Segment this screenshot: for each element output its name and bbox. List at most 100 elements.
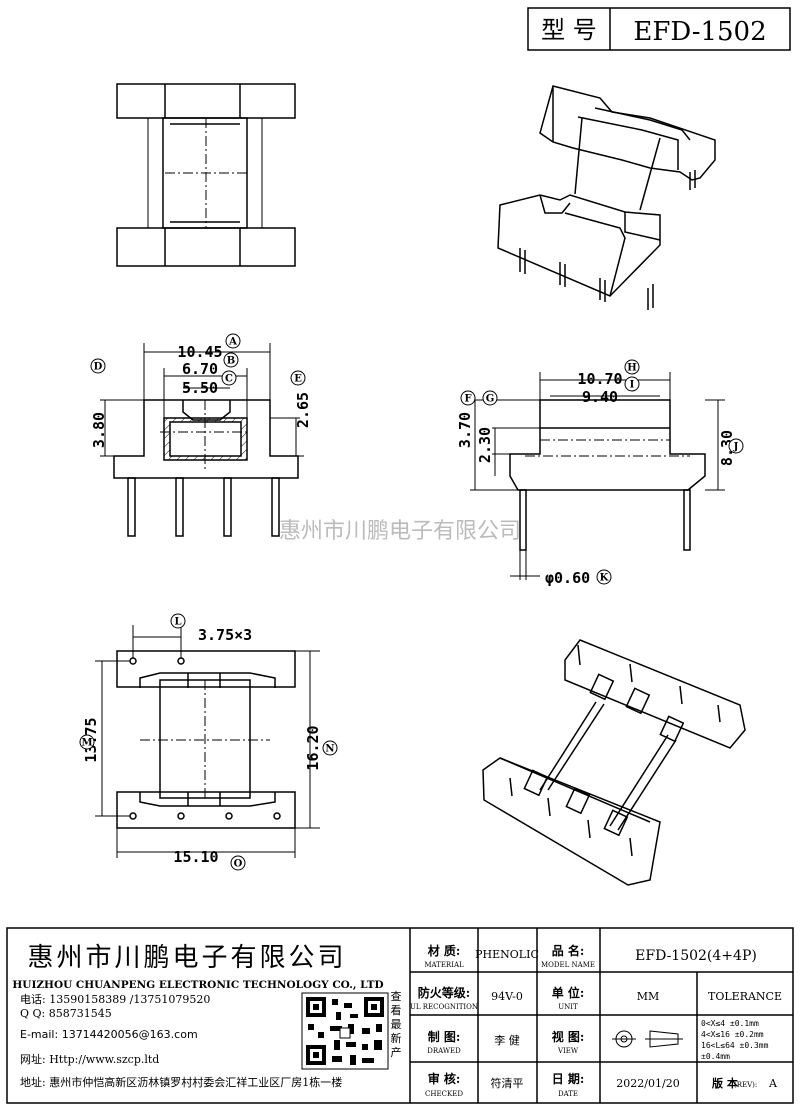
dim-b-value: 6.70 <box>182 360 218 378</box>
dim-tag-label: G <box>486 394 495 405</box>
dim-k-value: φ0.60 <box>545 569 590 587</box>
date-label-en: DATE <box>558 1090 578 1098</box>
dim-tag-k: K <box>596 569 612 585</box>
dim-tag-c: C <box>221 370 237 386</box>
dim-g-value: 2.30 <box>476 427 494 463</box>
dim-tag-label: K <box>600 573 609 584</box>
projection-symbol-icon <box>612 1030 683 1048</box>
dim-tag-label: J <box>733 442 739 453</box>
dim-f-value: 3.70 <box>456 412 474 448</box>
qq-text: Q Q: 858731545 <box>20 1007 112 1020</box>
bottom-view <box>95 625 320 858</box>
dim-tag-label: E <box>294 374 302 385</box>
dim-l-value: 3.75×3 <box>198 626 252 644</box>
dim-d-value: 3.80 <box>90 412 108 448</box>
dim-tag-d: D <box>90 358 106 374</box>
dim-tag-label: B <box>227 356 235 367</box>
dim-o-value: 15.10 <box>173 848 218 866</box>
material-label-cn: 材 质: <box>427 943 461 958</box>
checked-label-cn: 审 核: <box>428 1071 461 1086</box>
dim-c-value: 5.50 <box>182 379 218 397</box>
tolerance-row-2: 4<X≤16 ±0.2mm <box>701 1030 764 1039</box>
side-view <box>470 372 725 580</box>
iso-view-top <box>497 85 716 310</box>
drawn-label-cn: 制 图: <box>428 1029 461 1044</box>
dim-tag-label: I <box>630 380 635 391</box>
checked-value: 符清平 <box>491 1077 524 1090</box>
dim-tag-l: L <box>170 613 186 629</box>
top-view <box>116 83 296 267</box>
dim-tag-e: E <box>290 370 306 386</box>
model-box <box>527 7 791 51</box>
checked-label-en: CHECKED <box>425 1090 463 1098</box>
drawn-label-en: DRAWED <box>427 1047 461 1055</box>
unit-value: MM <box>637 990 660 1003</box>
dim-tag-f: F <box>460 390 476 406</box>
dim-tag-j: J <box>728 438 744 454</box>
dim-e-value: 2.65 <box>294 392 312 428</box>
dim-tag-o: O <box>230 855 246 871</box>
dim-tag-label: A <box>228 337 237 348</box>
dim-tag-label: F <box>464 394 471 405</box>
qr-caption-2: 看 <box>391 1003 402 1017</box>
qr-caption-5: 产 <box>391 1045 402 1059</box>
tolerance-row-1: 0<X≤4 ±0.1mm <box>701 1019 759 1028</box>
watermark-text: 惠州市川鹏电子有限公司 <box>279 519 521 544</box>
date-value: 2022/01/20 <box>616 1077 679 1090</box>
dim-tag-h: H <box>624 359 640 375</box>
dim-j-value: 8.30 <box>718 430 736 466</box>
ul-grade-label-cn: 防火等级: <box>418 985 470 1000</box>
view-label-cn: 视 图: <box>552 1029 585 1044</box>
part-name-label-en: MODEL NAME <box>541 961 595 969</box>
dim-tag-label: N <box>325 744 334 755</box>
material-label-en: MATERIAL <box>424 961 464 969</box>
phone-text: 电话: 13590158389 /13751079520 <box>20 993 210 1006</box>
dim-tag-b: B <box>223 352 239 368</box>
revision-label-en: (REV): <box>734 1081 757 1089</box>
ul-grade-value: 94V-0 <box>491 990 523 1003</box>
material-value: PHENOLIC <box>475 948 539 961</box>
dim-tag-a: A <box>225 333 241 349</box>
address-text: 地址: 惠州市仲恺高新区沥林镇罗村村委会汇祥工业区厂房1栋一楼 <box>20 1075 342 1089</box>
revision-value: A <box>768 1077 778 1090</box>
dim-tag-label: O <box>234 859 243 870</box>
revision-label: 版 本 <box>712 1076 738 1090</box>
dim-tag-i: I <box>624 376 640 392</box>
qr-caption-3: 最 <box>391 1018 402 1031</box>
part-name-value: EFD-1502(4+4P) <box>635 948 757 964</box>
unit-label-cn: 单 位: <box>552 985 585 1000</box>
drawn-value: 李 健 <box>494 1033 520 1047</box>
iso-view-bottom <box>482 639 746 886</box>
front-view <box>100 343 304 537</box>
part-name-label-cn: 品 名: <box>552 943 585 958</box>
unit-label-en: UNIT <box>558 1003 578 1011</box>
tolerance-row-3: 16<L≤64 ±0.3mm <box>701 1041 769 1050</box>
dim-tag-label: H <box>627 363 636 374</box>
model-label: 型 号 <box>541 16 597 44</box>
dim-i-value: 9.40 <box>582 388 618 406</box>
dim-tag-label: L <box>174 617 181 628</box>
tolerance-row-4: ±0.4mm <box>701 1052 730 1061</box>
company-name-cn: 惠州市川鹏电子有限公司 <box>27 943 346 973</box>
dim-tag-label: D <box>94 362 103 373</box>
model-number: EFD-1502 <box>633 17 766 47</box>
website-text: 网址: Http://www.szcp.ltd <box>20 1052 159 1066</box>
date-label-cn: 日 期: <box>552 1071 585 1086</box>
dim-n-value: 16.20 <box>304 725 322 770</box>
company-name-en: HUIZHOU CHUANPENG ELECTRONIC TECHNOLOGY … <box>12 979 383 991</box>
dim-tag-label: C <box>225 374 233 385</box>
qr-caption-1: 查 <box>391 989 402 1003</box>
dim-tag-n: N <box>322 740 338 756</box>
view-label-en: VIEW <box>557 1047 579 1055</box>
dim-tag-g: G <box>482 390 498 406</box>
email-text: E-mail: 13714420056@163.com <box>20 1028 198 1041</box>
ul-grade-label-en: UL RECOGNITION <box>410 1003 478 1011</box>
qr-caption-4: 新 <box>391 1031 402 1045</box>
dim-tag-m: M <box>79 734 95 750</box>
dim-h-value: 10.70 <box>577 370 622 388</box>
title-block-lines <box>6 927 794 1104</box>
dim-tag-label: M <box>81 738 92 749</box>
tolerance-label: TOLERANCE <box>708 990 782 1003</box>
